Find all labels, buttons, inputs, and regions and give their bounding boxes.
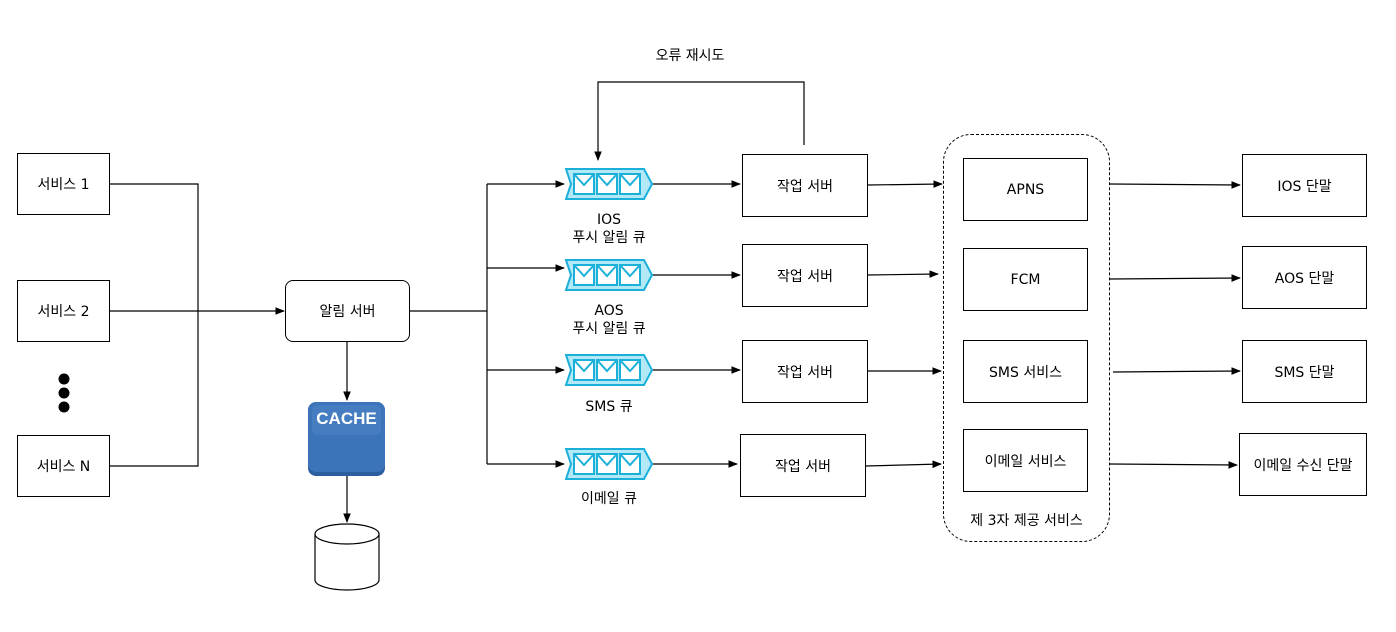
cache-icon [308, 402, 385, 476]
retry-label: 오류 재시도 [655, 48, 725, 64]
aos-queue-label: AOS 푸시 알림 큐 [549, 302, 669, 338]
worker-server-box-2: 작업 서버 [742, 244, 868, 307]
email-device-box: 이메일 수신 단말 [1239, 433, 1367, 496]
service-1-label: 서비스 1 [37, 177, 90, 193]
worker-server-box-1: 작업 서버 [742, 154, 868, 217]
fcm-label: FCM [1010, 271, 1041, 288]
service-2-box: 서비스 2 [17, 280, 110, 342]
worker-connectors [652, 180, 741, 468]
device-connectors [1109, 181, 1241, 469]
third-party-connectors [865, 180, 943, 469]
retry-connector [594, 81, 805, 161]
service-connectors [110, 183, 285, 467]
aos-queue-label-line2: 푸시 알림 큐 [572, 321, 646, 337]
aos-queue-icon [565, 259, 653, 291]
ios-device-label: IOS 단말 [1277, 178, 1332, 195]
sms-queue-icon [565, 354, 653, 386]
aos-device-box: AOS 단말 [1242, 246, 1367, 309]
sms-service-label: SMS 서비스 [989, 364, 1062, 381]
ios-queue-label: IOS 푸시 알림 큐 [549, 211, 669, 247]
database-icon [314, 523, 380, 591]
email-queue-icon [565, 448, 653, 480]
cache-label: CACHE [316, 409, 377, 428]
aos-queue-label-line1: AOS [594, 303, 624, 319]
third-party-group [943, 134, 1110, 542]
notification-server-label: 알림 서버 [319, 304, 376, 320]
service-n-box: 서비스 N [17, 435, 110, 497]
worker-server-label-2: 작업 서버 [777, 268, 833, 285]
sms-device-label: SMS 단말 [1274, 364, 1335, 381]
email-device-label: 이메일 수신 단말 [1253, 457, 1353, 474]
apns-label: APNS [1006, 181, 1045, 198]
fcm-box: FCM [963, 248, 1088, 311]
queue-connectors [410, 180, 565, 468]
email-service-box: 이메일 서비스 [963, 429, 1088, 492]
ios-queue-label-line2: 푸시 알림 큐 [572, 230, 646, 246]
ios-queue-label-line1: IOS [596, 212, 622, 228]
service-2-label: 서비스 2 [37, 304, 90, 320]
service-1-box: 서비스 1 [17, 153, 110, 215]
email-queue-label: 이메일 큐 [581, 491, 637, 507]
ios-device-box: IOS 단말 [1242, 154, 1367, 217]
ios-queue-icon [565, 168, 653, 200]
worker-server-label-3: 작업 서버 [777, 364, 833, 381]
sms-device-box: SMS 단말 [1242, 340, 1367, 403]
sms-service-box: SMS 서비스 [963, 340, 1088, 403]
ellipsis-icon [58, 373, 70, 413]
worker-server-box-4: 작업 서버 [740, 434, 866, 497]
worker-server-box-3: 작업 서버 [742, 340, 868, 403]
notification-server-box: 알림 서버 [285, 280, 410, 342]
sms-queue-label: SMS 큐 [585, 399, 633, 415]
apns-box: APNS [963, 158, 1088, 221]
aos-device-label: AOS 단말 [1274, 270, 1335, 287]
email-service-label: 이메일 서비스 [984, 453, 1067, 470]
third-party-title: 제 3자 제공 서비스 [970, 513, 1083, 529]
worker-server-label-4: 작업 서버 [775, 458, 831, 475]
service-n-label: 서비스 N [36, 459, 91, 475]
worker-server-label-1: 작업 서버 [777, 178, 833, 195]
